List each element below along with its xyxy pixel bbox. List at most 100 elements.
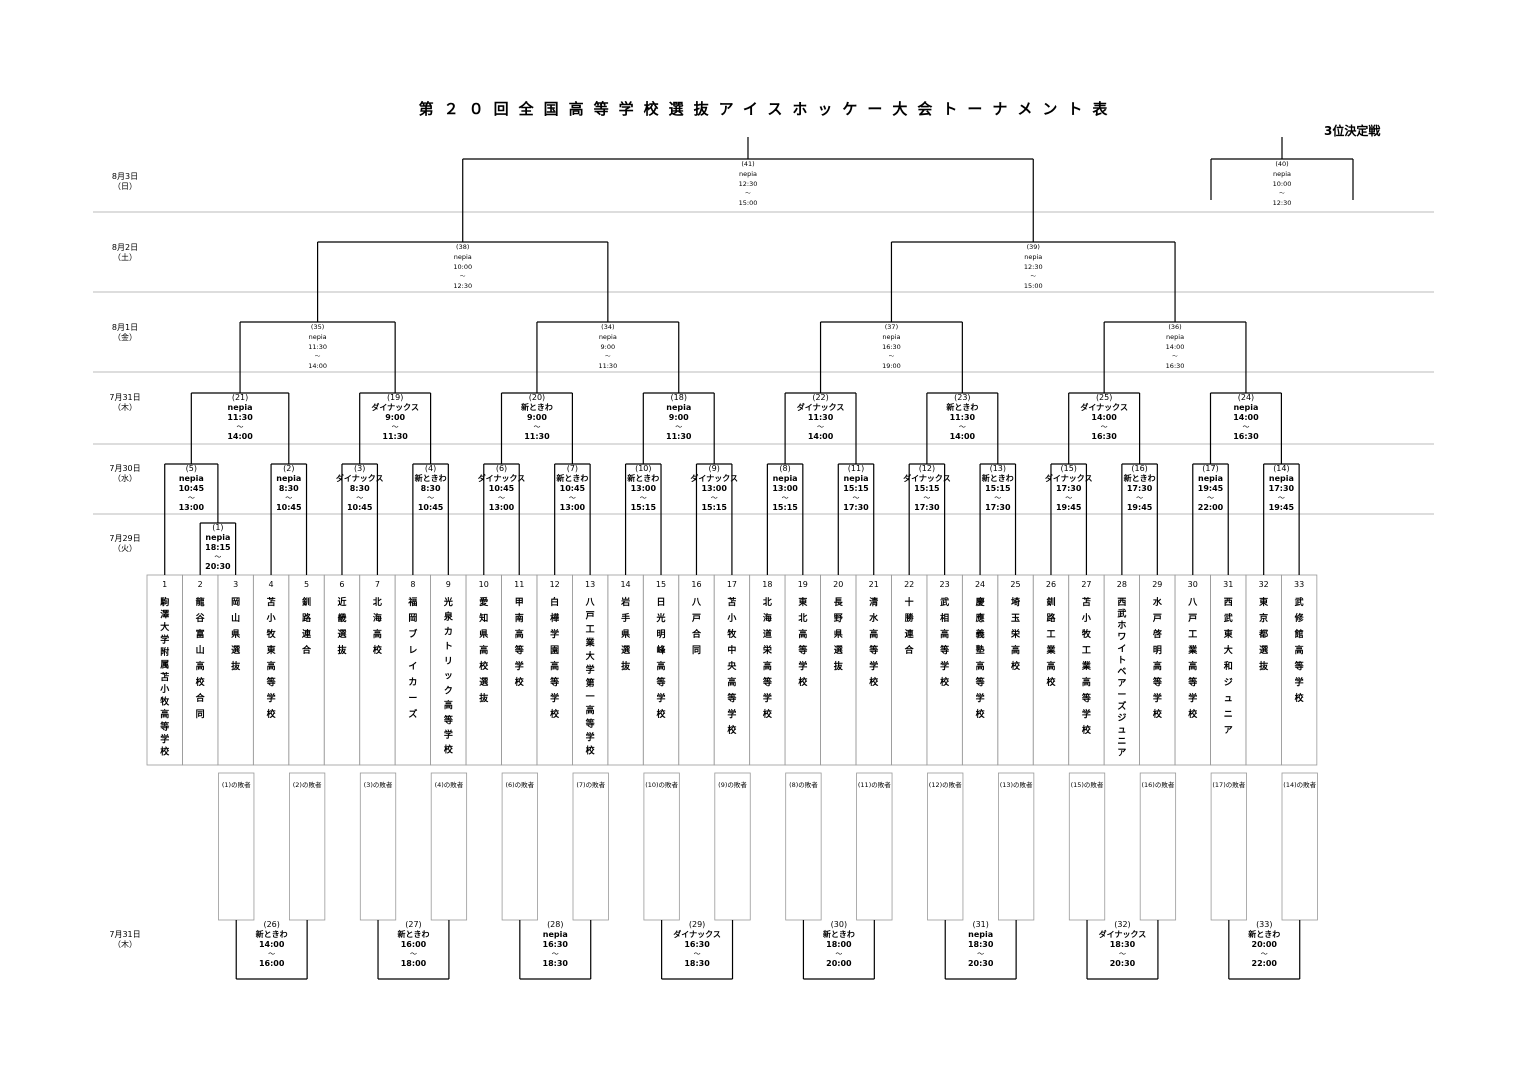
match-number: (7) (567, 464, 578, 473)
loser-label: (10)の敗者 (645, 780, 678, 789)
team-number: 28 (1117, 580, 1127, 589)
match-venue: nepia (1233, 403, 1258, 412)
match-start-time: 17:30 (1056, 484, 1082, 493)
loser-label: (1)の敗者 (222, 780, 251, 789)
match-end-time: 19:45 (1269, 503, 1295, 512)
loser-label: (16)の敗者 (1142, 780, 1175, 789)
team-name: 愛知県高校選抜 (478, 596, 489, 704)
match-number: (16) (1131, 464, 1147, 473)
match-time-separator: ～ (214, 553, 221, 561)
team-number: 11 (514, 580, 524, 589)
loser-label: (9)の敗者 (718, 780, 747, 789)
match-start-time: 13:00 (701, 484, 727, 493)
team-number: 29 (1152, 580, 1162, 589)
match-number: (8) (779, 464, 790, 473)
loser-box (785, 772, 822, 921)
match-venue: nepia (228, 403, 253, 412)
match-venue: 新ときわ (415, 473, 447, 483)
match-end-time: 11:30 (382, 432, 408, 441)
match-start-time: 19:45 (1198, 484, 1224, 493)
match-start-time: 14:00 (1233, 413, 1259, 422)
day-date: 7月29日 (109, 534, 140, 543)
match-end-time: 16:30 (1233, 432, 1259, 441)
day-weekday: （木） (113, 939, 137, 949)
match-start-time: 15:15 (914, 484, 940, 493)
match-start-time: 13:00 (631, 484, 657, 493)
day-date: 7月31日 (109, 393, 140, 402)
match-end-time: 13:00 (489, 503, 515, 512)
match-time-separator: ～ (533, 423, 540, 431)
match-time-separator: ～ (782, 494, 789, 502)
loser-label: (3)の敗者 (364, 780, 393, 789)
team-name: 西武東大和ジュニア (1223, 597, 1233, 736)
match-end-time: 15:15 (772, 503, 798, 512)
match-end-time: 15:15 (631, 503, 657, 512)
match-start-time: 8:30 (421, 484, 441, 493)
match-start-time: 17:30 (1127, 484, 1153, 493)
team-name: 慶應義塾高等学校 (975, 596, 986, 720)
match-end-time: 12:30 (1273, 199, 1292, 207)
match-time-separator: ～ (977, 950, 984, 958)
match-number: (40) (1275, 160, 1288, 168)
match-end-time: 14:00 (808, 432, 834, 441)
match-time-separator: ～ (237, 423, 244, 431)
match-number: (41) (741, 160, 754, 168)
loser-label: (4)の敗者 (435, 780, 464, 789)
match-venue: nepia (454, 253, 472, 261)
match-end-time: 15:00 (1024, 282, 1043, 290)
match-venue: nepia (309, 333, 327, 341)
match-venue: 新ときわ (397, 929, 429, 939)
match-time-separator: ～ (1119, 950, 1126, 958)
match-start-time: 14:00 (1091, 413, 1117, 422)
match-time-separator: ～ (392, 423, 399, 431)
team-name: 八戸工業高等学校 (1187, 597, 1198, 720)
day-weekday: （日） (113, 182, 137, 191)
team-number: 21 (869, 580, 879, 589)
loser-box (430, 772, 468, 921)
match-start-time: 13:00 (772, 484, 798, 493)
loser-box (643, 772, 680, 921)
match-end-time: 14:00 (950, 432, 976, 441)
loser-box (288, 772, 326, 921)
team-number: 18 (762, 580, 772, 589)
match-venue: nepia (739, 170, 757, 178)
match-number: (3) (354, 464, 365, 473)
match-start-time: 18:00 (826, 940, 852, 949)
match-venue: nepia (599, 333, 617, 341)
match-number: (19) (387, 393, 403, 402)
match-end-time: 22:00 (1198, 503, 1224, 512)
match-venue: ダイナックス (371, 402, 419, 412)
match-end-time: 16:30 (1166, 362, 1185, 370)
match-number: (30) (831, 920, 847, 929)
loser-box (501, 772, 538, 921)
loser-box (856, 772, 893, 921)
team-name: 岡山県選抜 (231, 597, 241, 672)
match-time-separator: ～ (1172, 354, 1178, 360)
match-venue: 新ときわ (627, 473, 659, 483)
match-venue: ダイナックス (336, 473, 384, 483)
match-end-time: 18:30 (543, 959, 569, 968)
match-end-time: 12:30 (453, 282, 472, 290)
team-number: 8 (410, 580, 415, 589)
team-name: 水戸啓明高等学校 (1152, 596, 1163, 720)
match-number: (17) (1202, 464, 1218, 473)
third-place-label: 3位決定戦 (1324, 124, 1381, 138)
team-number: 24 (975, 580, 985, 589)
team-number: 33 (1294, 580, 1304, 589)
match-venue: nepia (1198, 474, 1223, 483)
team-name: 白樺学園高等学校 (549, 596, 560, 720)
loser-box (1210, 772, 1247, 921)
match-number: (31) (972, 920, 988, 929)
match-start-time: 16:00 (401, 940, 427, 949)
match-time-separator: ～ (745, 191, 751, 197)
match-venue: ダイナックス (673, 929, 721, 939)
match-end-time: 19:45 (1056, 503, 1082, 512)
match-start-time: 8:30 (279, 484, 299, 493)
match-end-time: 17:30 (843, 503, 869, 512)
team-number: 6 (339, 580, 344, 589)
match-start-time: 17:30 (1269, 484, 1295, 493)
team-name: 釧路工業高校 (1045, 596, 1056, 688)
loser-label: (13)の敗者 (1000, 780, 1033, 789)
match-number: (36) (1168, 323, 1181, 331)
loser-box (359, 772, 397, 921)
